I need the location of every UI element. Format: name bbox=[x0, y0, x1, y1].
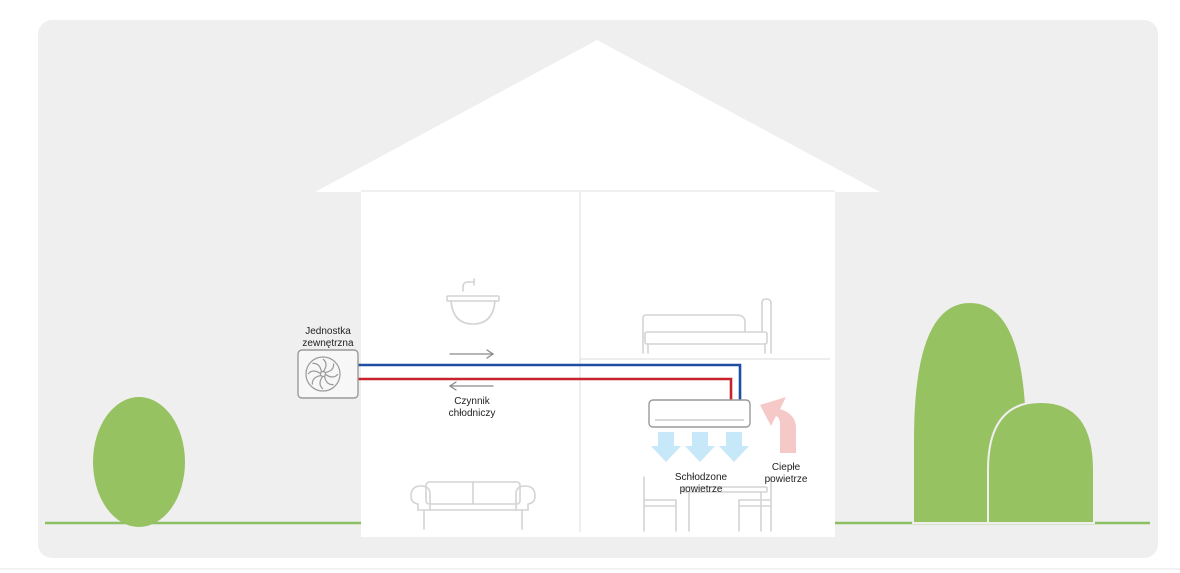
house-roof bbox=[315, 40, 880, 192]
flow-arrow-icon bbox=[448, 381, 494, 391]
outdoor-unit-label-line2: zewnętrzna bbox=[302, 338, 354, 349]
fan-icon bbox=[305, 356, 341, 392]
tree-left bbox=[93, 397, 185, 527]
refrigerant-label-line1: Czynnik bbox=[454, 396, 490, 407]
warm-air-label-line1: Ciepłe bbox=[771, 462, 801, 473]
warm-air-label-line2: powietrze bbox=[764, 474, 808, 485]
bed-icon bbox=[642, 298, 772, 354]
warm-air-label: Ciepłe powietrze bbox=[736, 462, 836, 486]
cooled-air-label: Schłodzone powietrze bbox=[651, 472, 751, 496]
house-body bbox=[361, 190, 835, 537]
refrigerant-label-line2: chłodniczy bbox=[448, 408, 496, 419]
cool-air-arrow-icon bbox=[651, 432, 681, 462]
cooled-air-label-line2: powietrze bbox=[679, 484, 723, 495]
pipe-hot bbox=[358, 377, 733, 401]
warm-air-arrow-icon bbox=[760, 397, 796, 453]
flow-arrow-icon bbox=[449, 349, 495, 359]
cool-air-arrow-icon bbox=[719, 432, 749, 462]
tree-right-short bbox=[987, 400, 1095, 524]
outdoor-unit-label-line1: Jednostka bbox=[305, 326, 351, 337]
pipe-cold bbox=[358, 363, 742, 401]
cool-air-arrow-icon bbox=[685, 432, 715, 462]
outdoor-unit bbox=[297, 349, 359, 399]
sink-icon bbox=[446, 278, 500, 325]
indoor-ac-unit bbox=[648, 399, 751, 428]
dining-table-icon bbox=[643, 476, 772, 532]
sofa-icon bbox=[410, 481, 536, 530]
cooled-air-label-line1: Schłodzone bbox=[674, 472, 728, 483]
outdoor-unit-label: Jednostka zewnętrzna bbox=[278, 326, 378, 350]
refrigerant-label: Czynnik chłodniczy bbox=[422, 396, 522, 420]
